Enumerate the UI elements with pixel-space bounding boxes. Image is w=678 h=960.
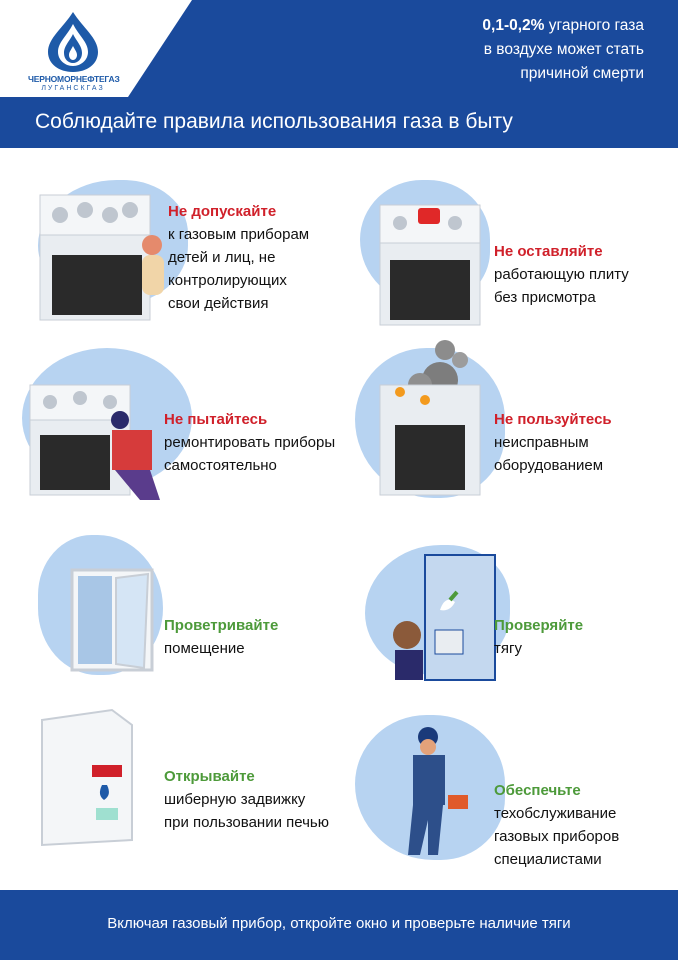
rule-line: контролирующих	[168, 272, 287, 289]
flame-drop-icon	[48, 12, 98, 72]
rule-repair: Не пытайтесь ремонтировать приборы самос…	[0, 340, 678, 510]
rule-heading: Не пользуйтесь	[494, 411, 612, 428]
rule-text: Не допускайте к газовым приборам детей и…	[168, 200, 346, 315]
rule-line: работающую плиту	[494, 266, 629, 283]
company-logo: ЧЕРНОМОРНЕФТЕГАЗ ЛУГАНСКГАЗ	[28, 10, 120, 92]
footer-text: Включая газовый прибор, откройте окно и …	[107, 915, 571, 932]
stove-boiler-icon	[41, 708, 133, 847]
warning-text: 0,1-0,2% угарного газа в воздухе может с…	[482, 14, 644, 86]
window-icon	[70, 568, 154, 672]
warning-line-2: в воздухе может стать	[483, 41, 644, 58]
rule-text: Открывайте шиберную задвижку при пользов…	[164, 765, 364, 834]
rule-heading: Проверяйте	[494, 617, 584, 634]
stove-repair-icon	[29, 384, 160, 500]
rule-line: специалистами	[494, 851, 602, 868]
rule-damper: Открывайте шиберную задвижку при пользов…	[0, 695, 678, 875]
rule-line: газовых приборов	[494, 828, 620, 845]
rule-line: тягу	[494, 640, 522, 657]
logo-subtitle: ЛУГАНСКГАЗ	[41, 85, 105, 92]
rule-line: помещение	[164, 640, 245, 657]
header: ЧЕРНОМОРНЕФТЕГАЗ ЛУГАНСКГАЗ 0,1-0,2% уга…	[0, 0, 678, 97]
rule-text: Обеспечьте техобслуживание газовых прибо…	[494, 779, 664, 871]
rule-heading: Не оставляйте	[494, 243, 603, 260]
warning-line-3: причиной смерти	[520, 65, 644, 82]
stove-child-icon	[39, 194, 164, 321]
rule-line: при пользовании печью	[164, 814, 329, 831]
rule-line: к газовым приборам	[168, 226, 310, 243]
rule-text: Не оставляйте работающую плиту без присм…	[494, 240, 664, 309]
logo-title: ЧЕРНОМОРНЕФТЕГАЗ	[28, 74, 120, 84]
rule-line: ремонтировать приборы	[164, 434, 336, 451]
rule-line: свои действия	[168, 295, 269, 312]
rule-draft: Проверяйте тягу	[0, 530, 678, 690]
rule-heading: Не пытайтесь	[164, 411, 268, 428]
technician-icon	[408, 727, 468, 855]
warning-percent: 0,1-0,2%	[482, 17, 545, 34]
rule-heading: Не допускайте	[168, 203, 277, 220]
rule-text: Не пытайтесь ремонтировать приборы самос…	[164, 408, 364, 477]
footer: Включая газовый прибор, откройте окно и …	[0, 890, 678, 960]
page-title: Соблюдайте правила использования газа в …	[35, 110, 513, 133]
rule-children: Не допускайте к газовым приборам детей и…	[0, 160, 678, 330]
stove-smoke-icon	[379, 340, 481, 496]
stove-pot-icon	[379, 204, 481, 326]
warning-line-1-rest: угарного газа	[544, 17, 644, 34]
rule-line: самостоятельно	[164, 457, 277, 474]
rule-ventilate: Проветривайте помещение	[0, 530, 678, 690]
warning-line-1: 0,1-0,2% угарного газа	[482, 14, 644, 38]
header-background	[128, 0, 678, 97]
rule-text: Не пользуйтесь неисправным оборудованием	[494, 408, 664, 477]
title-bar: Соблюдайте правила использования газа в …	[0, 97, 678, 148]
rule-faulty: Не пользуйтесь неисправным оборудованием	[0, 340, 678, 510]
rule-text: Проверяйте тягу	[494, 614, 664, 660]
rule-line: шиберную задвижку	[164, 791, 306, 808]
rule-heading: Обеспечьте	[494, 782, 581, 799]
rule-line: неисправным	[494, 434, 589, 451]
rule-maintenance: Обеспечьте техобслуживание газовых прибо…	[0, 695, 678, 875]
boiler-check-icon	[393, 554, 496, 681]
rule-line: оборудованием	[494, 457, 604, 474]
rule-line: техобслуживание	[494, 805, 617, 822]
rule-text: Проветривайте помещение	[164, 614, 344, 660]
rule-heading: Открывайте	[164, 768, 255, 785]
rule-line: без присмотра	[494, 289, 596, 306]
rule-unattended: Не оставляйте работающую плиту без присм…	[0, 160, 678, 330]
rule-line: детей и лиц, не	[168, 249, 276, 266]
rule-heading: Проветривайте	[164, 617, 279, 634]
